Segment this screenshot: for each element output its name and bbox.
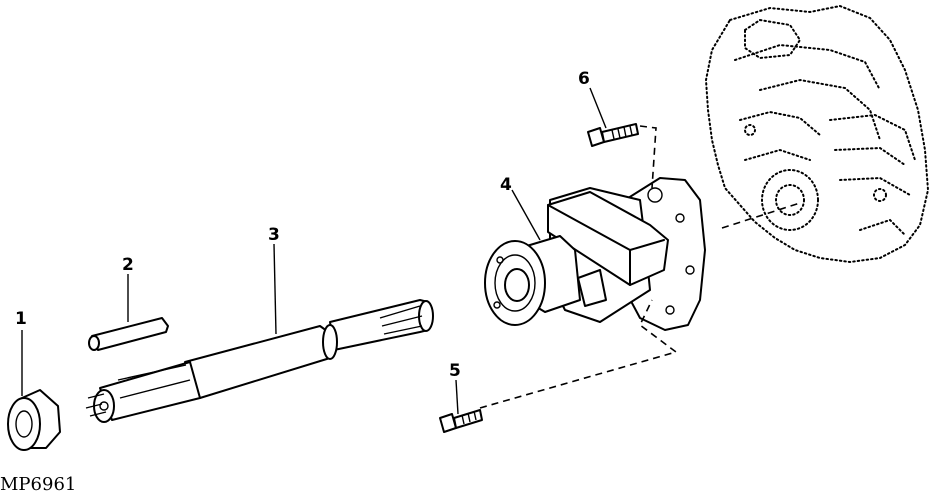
callout-3: 3	[268, 225, 280, 245]
figure-reference-number: MP6961	[0, 474, 76, 494]
part-5-cap-screw	[439, 409, 483, 433]
part-2-pin	[88, 317, 169, 351]
callout-2: 2	[122, 255, 134, 275]
part-3-drive-shaft	[85, 299, 434, 423]
callout-1: 1	[15, 309, 27, 329]
part-1-bushing	[7, 389, 61, 451]
alignment-line-housing	[721, 202, 801, 229]
alignment-line-screw-5	[479, 299, 678, 409]
callout-6: 6	[578, 69, 590, 89]
callout-labels: 1 2 3 4 5 6	[15, 69, 590, 381]
engine-housing-dotted-outline	[704, 4, 930, 264]
alignment-line-screw-6	[639, 125, 657, 189]
callout-5: 5	[449, 361, 461, 381]
callout-4: 4	[500, 175, 512, 195]
part-4-drive-housing	[484, 177, 706, 331]
part-6-cap-screw	[587, 123, 639, 147]
leader-lines	[21, 87, 607, 415]
